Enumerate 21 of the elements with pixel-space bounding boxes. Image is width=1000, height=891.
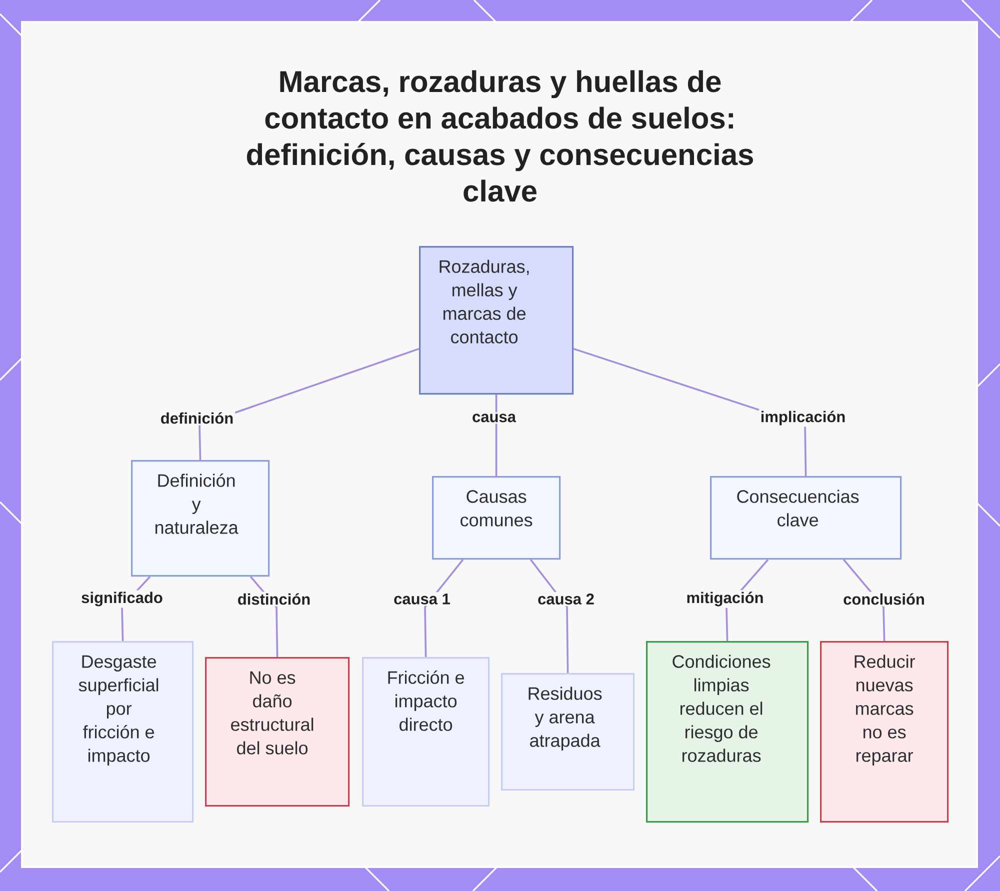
detail-box: Desgaste superficial por fricción e impacto (52, 641, 194, 823)
detail-box: Residuos y arena atrapada (501, 673, 635, 791)
edge-label: causa (470, 412, 518, 424)
category-box: Definición y naturaleza (131, 460, 270, 577)
edge-label: definición (158, 410, 236, 426)
edge-label: distinción (236, 592, 312, 606)
main-topic-box: Rozaduras, mellas y marcas de contacto (419, 246, 574, 395)
connector-line (495, 394, 498, 476)
detail-box: Reducir nuevas marcas no es reparar (820, 641, 949, 823)
edge-label: conclusión (842, 592, 926, 606)
category-box: Consecuencias clave (710, 476, 902, 560)
detail-box: No es daño estructural del suelo (205, 657, 350, 807)
detail-box: Condiciones limpias reducen el riesgo de rozaduras (646, 641, 809, 823)
edge-label: mitigación (684, 590, 766, 608)
edge-label: implicación (758, 409, 848, 427)
edge-label: causa 2 (536, 592, 596, 606)
category-box: Causas comunes (432, 476, 561, 560)
detail-box: Fricción e impacto directo (362, 657, 490, 807)
title: Marcas, rozaduras y huellas de contacto en acabados de suelos: definición, causas y consecuencias clave (246, 70, 754, 202)
edge-label: causa 1 (392, 592, 452, 606)
edge-label: significado (80, 590, 164, 608)
